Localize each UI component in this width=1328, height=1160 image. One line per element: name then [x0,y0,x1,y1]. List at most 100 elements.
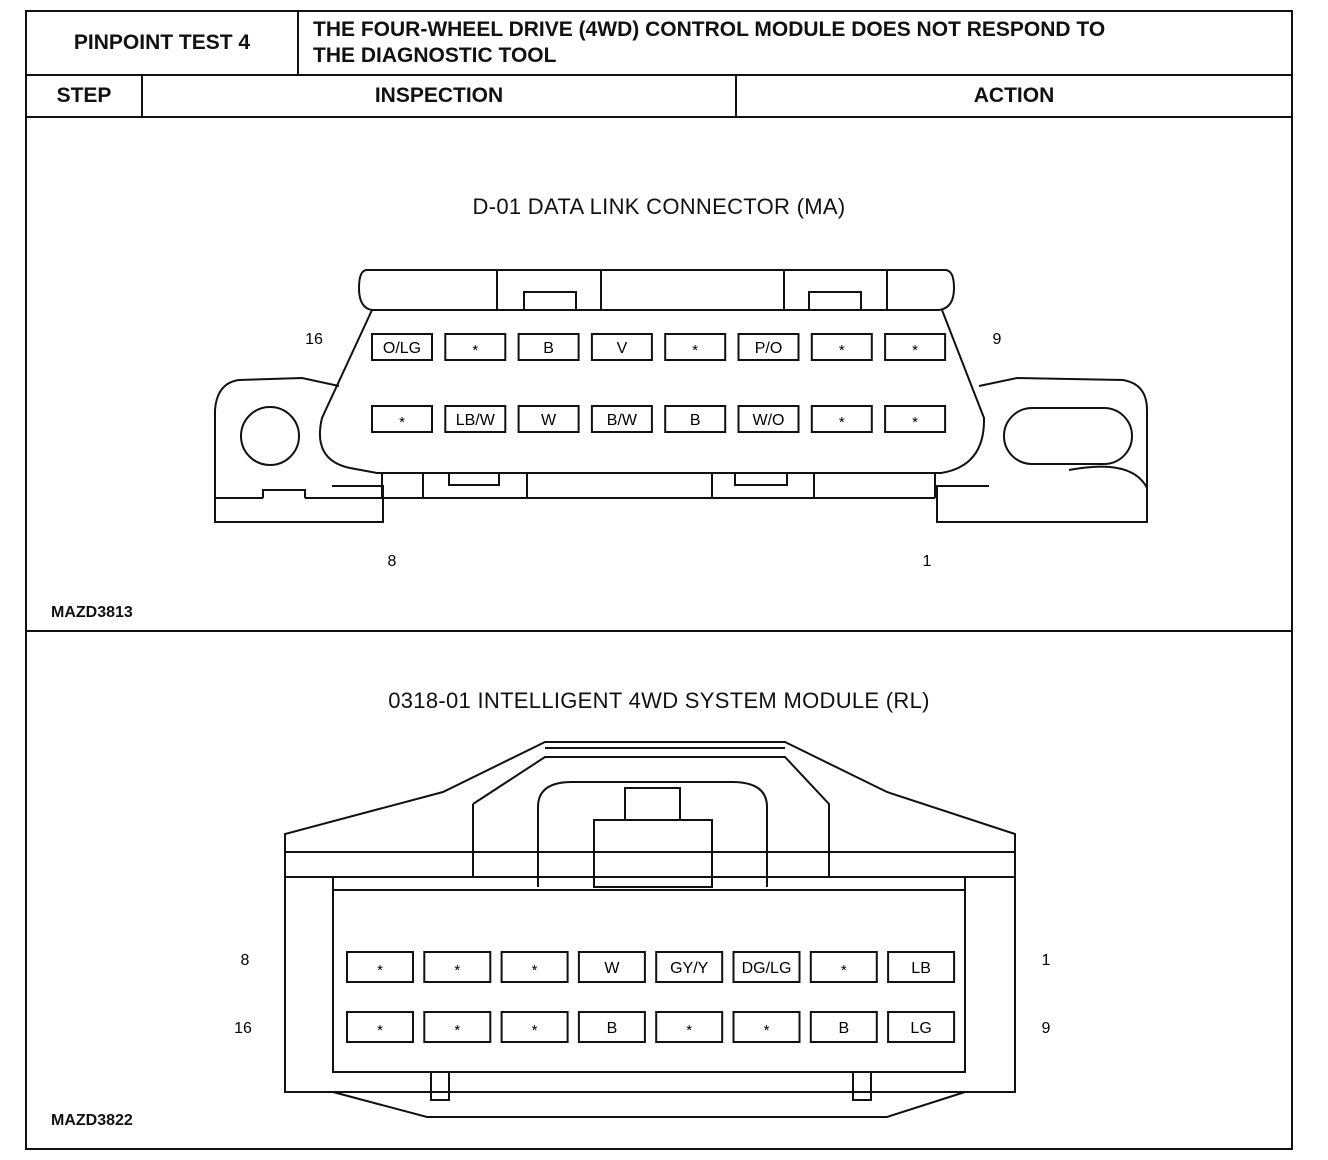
connector2-pin-wire-color: * [532,962,538,979]
connector1-pin-wire-color: * [912,414,918,431]
connector2-pin-top-3: * [500,951,569,983]
connector1-pin-wire-color: W [541,412,557,429]
connector2-pin-wire-color: * [764,1022,770,1039]
connector2-pin-wire-color: * [841,962,847,979]
connector2-pin-wire-color: LG [910,1020,931,1037]
connector2-pin-top-8: LB [887,951,956,983]
connector2-pin-top-6: DG/LG [732,951,801,983]
connector1-pin-box [517,333,580,361]
connector2-title: 0318-01 INTELLIGENT 4WD SYSTEM MODULE (R… [388,688,930,713]
connector2-pin-wire-color: GY/Y [670,960,709,977]
connector1-pin-bottom-3: W [517,405,580,433]
connector2-pin-wire-color: * [532,1022,538,1039]
connector1-pin-box [444,405,507,433]
connector2-pin-bottom-7: B [809,1011,878,1043]
connector1-pin-1-label: 1 [923,553,932,570]
connector1-pin-box [737,405,800,433]
connector1-figure-code: MAZD3813 [51,604,133,621]
connector2-pin-wire-color: * [454,1022,460,1039]
connector2-pin-wire-color: B [607,1020,618,1037]
connector1-pin-top-8: * [884,333,947,361]
connector2-pin-box [577,1011,646,1043]
connector2-pin-box [346,1011,414,1043]
connector1-pin-grid: O/LG * B V * P/O * * * LB/W W B/W B W/O * * [371,333,947,433]
connector1-pin-box [810,333,873,361]
connector2-pin-bottom-1: * [346,1011,414,1043]
connector2-pin-wire-color: DG/LG [742,960,792,977]
connector2-pin-8-label: 8 [241,952,250,969]
connector1-pin-wire-color: P/O [755,340,783,357]
connector1-pin-wire-color: * [692,342,698,359]
connector1-pin-wire-color: W/O [753,412,785,429]
connector2-pin-bottom-4: B [577,1011,646,1043]
connector2-pin-top-7: * [809,951,878,983]
connector1-pin-box [737,333,800,361]
4wd-module-connector-panel: 0318-01 INTELLIGENT 4WD SYSTEM MODULE (R… [27,632,1291,1150]
connector1-pin-16-label: 16 [305,331,323,348]
connector2-pin-wire-color: * [377,962,383,979]
connector1-pin-box [884,333,947,361]
connector1-pin-wire-color: * [399,414,405,431]
connector1-pin-bottom-7: * [810,405,873,433]
connector1-pin-top-3: B [517,333,580,361]
connector1-pin-wire-color: O/LG [383,340,421,357]
connector2-pin-box [809,951,878,983]
connector2-pin-16-label: 16 [234,1020,252,1037]
connector2-pin-box [423,951,492,983]
connector1-pin-9-label: 9 [993,331,1002,348]
connector1-pin-wire-color: B [690,412,701,429]
connector1-pin-bottom-2: LB/W [444,405,507,433]
connector1-pin-8-label: 8 [388,553,397,570]
connector1-pin-wire-color: * [839,342,845,359]
connector2-pin-box [732,951,801,983]
connector1-pin-box [371,333,433,361]
test-header-row: PINPOINT TEST 4 THE FOUR-WHEEL DRIVE (4W… [27,12,1291,76]
pinpoint-test-label: PINPOINT TEST 4 [27,12,299,74]
connector2-pin-box [887,1011,956,1043]
connector1-pin-wire-color: * [839,414,845,431]
test-title: THE FOUR-WHEEL DRIVE (4WD) CONTROL MODUL… [299,12,1291,74]
connector2-figure-code: MAZD3822 [51,1112,133,1129]
connector2-pin-bottom-2: * [423,1011,492,1043]
connector2-pin-wire-color: B [838,1020,849,1037]
data-link-connector-drawing: O/LG * B V * P/O * * * LB/W W B/W B W/O * * 16 9 8 1 [214,269,1148,570]
connector1-pin-top-5: * [664,333,727,361]
connector1-title: D-01 DATA LINK CONNECTOR (MA) [472,194,846,219]
connector1-pin-box [590,405,653,433]
connector2-pin-box [887,951,956,983]
connector2-pin-9-label: 9 [1042,1020,1051,1037]
connector2-pin-wire-color: * [377,1022,383,1039]
connector1-pin-wire-color: * [912,342,918,359]
connector2-pin-bottom-3: * [500,1011,569,1043]
connector1-pin-wire-color: B/W [607,412,638,429]
connector1-pin-box [664,405,727,433]
connector1-pin-wire-color: LB/W [456,412,496,429]
connector1-pin-wire-color: B [543,340,554,357]
test-title-line-2: THE DIAGNOSTIC TOOL [313,44,557,67]
connector2-pin-bottom-8: LG [887,1011,956,1043]
connector1-pin-box [371,405,433,433]
connector2-pin-bottom-6: * [732,1011,801,1043]
column-header-step: STEP [27,76,143,116]
connector1-pin-top-2: * [444,333,507,361]
connector2-pin-top-4: W [577,951,646,983]
connector1-pin-wire-color: V [617,340,628,357]
connector1-pin-top-4: V [590,333,653,361]
data-link-connector-panel: D-01 DATA LINK CONNECTOR (MA) [27,118,1291,632]
connector1-pin-bottom-1: * [371,405,433,433]
column-header-inspection: INSPECTION [143,76,737,116]
connector1-pin-box [444,333,507,361]
connector2-pin-top-1: * [346,951,414,983]
connector2-pin-wire-color: LB [911,960,931,977]
test-title-line-1: THE FOUR-WHEEL DRIVE (4WD) CONTROL MODUL… [313,18,1106,41]
column-header-row: STEP INSPECTION ACTION [27,76,1291,118]
connector2-pin-wire-color: * [454,962,460,979]
connector1-pin-box [810,405,873,433]
column-header-action: ACTION [973,84,1055,107]
connector1-pin-box [664,333,727,361]
connector1-pin-top-6: P/O [737,333,800,361]
connector2-pin-box [809,1011,878,1043]
connector2-pin-box [655,951,724,983]
connector2-pin-box [655,1011,724,1043]
